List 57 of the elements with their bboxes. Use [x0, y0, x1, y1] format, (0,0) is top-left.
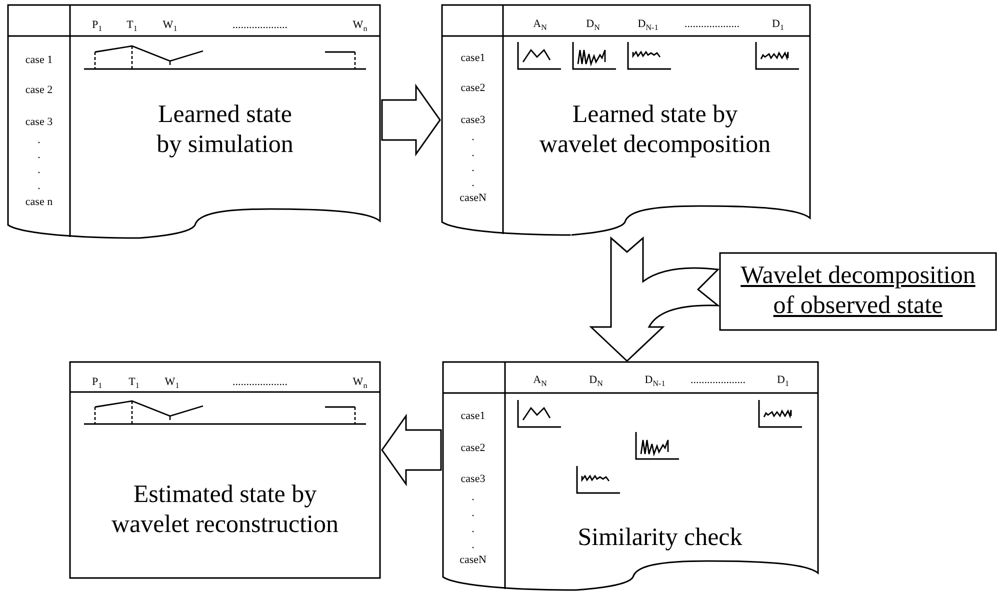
- row-label: .: [38, 164, 40, 176]
- column-header: W$_{1}$: [162, 19, 178, 31]
- column-header: D$_{N}$: [586, 18, 600, 30]
- column-ellipsis: ....................: [690, 374, 746, 386]
- row-label: .: [472, 177, 474, 189]
- column-header: D$_{N-1}$: [644, 374, 666, 386]
- row-label: caseN: [460, 192, 486, 204]
- document-shape: [8, 5, 380, 238]
- column-header: D$_{N}$: [589, 374, 603, 386]
- row-label: .: [472, 539, 474, 551]
- column-ellipsis: ....................: [232, 19, 288, 31]
- row-label: .: [38, 149, 40, 161]
- column-header: T$_{1}$: [126, 19, 138, 31]
- row-label: case 3: [25, 116, 53, 128]
- row-label: .: [472, 162, 474, 174]
- column-header: W$_{1}$: [164, 376, 180, 388]
- block-arrow: [590, 237, 719, 362]
- row-label: .: [38, 180, 40, 192]
- row-label: caseN: [460, 554, 486, 566]
- row-label: .: [472, 147, 474, 159]
- row-label: .: [472, 507, 474, 519]
- row-label: case 1: [25, 54, 53, 66]
- column-header: W$_{n}$: [352, 19, 368, 31]
- row-label: case3: [460, 114, 486, 126]
- note-box: [720, 253, 996, 330]
- column-header: P$_{1}$: [92, 19, 102, 31]
- column-header: D$_{N-1}$: [638, 18, 658, 30]
- row-label: case2: [460, 82, 486, 94]
- node-title: Learned state by simulation: [156, 100, 294, 160]
- column-header: A$_{N}$: [533, 374, 547, 386]
- column-header: D$_{1}$: [777, 374, 789, 386]
- document-shape: [443, 362, 818, 590]
- row-label: .: [472, 491, 474, 503]
- column-header: P$_{1}$: [92, 376, 102, 388]
- column-header: W$_{n}$: [352, 376, 368, 388]
- row-label: case2: [460, 442, 486, 454]
- node-title: Estimated state by wavelet reconstruction: [110, 480, 340, 540]
- block-arrow: [381, 84, 441, 156]
- row-label: case 2: [25, 84, 53, 96]
- document-shape: [442, 5, 810, 235]
- column-header: A$_{N}$: [533, 18, 547, 30]
- row-label: .: [472, 523, 474, 535]
- row-label: case3: [460, 473, 486, 485]
- row-label: .: [472, 131, 474, 143]
- column-header: D$_{1}$: [772, 18, 784, 30]
- row-label: case1: [460, 52, 486, 64]
- row-label: case1: [460, 410, 486, 422]
- column-header: T$_{1}$: [128, 376, 140, 388]
- node-title: Learned state by wavelet decomposition: [538, 100, 772, 160]
- node-title: Wavelet decomposition of observed state: [740, 261, 976, 321]
- node-title: Similarity check: [576, 523, 744, 553]
- row-label: case n: [25, 196, 53, 208]
- row-label: .: [38, 134, 40, 146]
- document-shape: [70, 362, 380, 578]
- column-ellipsis: ....................: [232, 376, 288, 388]
- block-arrow: [381, 414, 442, 486]
- column-ellipsis: ....................: [684, 18, 740, 30]
